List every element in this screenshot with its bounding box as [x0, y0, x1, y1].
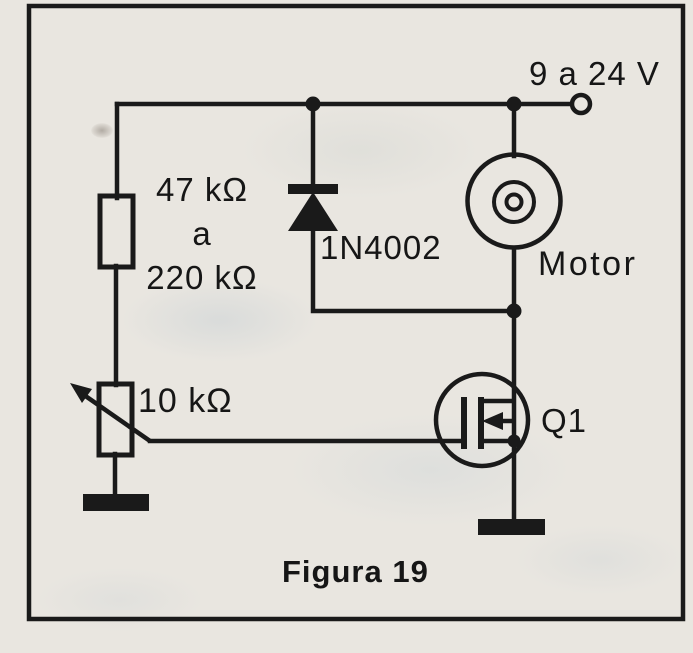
- junction-dot-diode-rail: [305, 96, 321, 112]
- potentiometer-symbol: [70, 381, 152, 458]
- motor-outer-circle: [465, 152, 563, 250]
- junction-dot-motor-drain: [506, 303, 522, 319]
- motor-inner-circle: [504, 192, 524, 212]
- resistor-range-label: 47 kΩ a 220 kΩ: [120, 168, 284, 300]
- resistor-max-label: 220 kΩ: [146, 259, 258, 296]
- figure-caption: Figura 19: [282, 554, 429, 589]
- resistor-symbol: [97, 193, 136, 270]
- potentiometer-body: [96, 381, 135, 458]
- motor-symbol: [465, 152, 563, 250]
- wire-diode-to-drain: [310, 226, 517, 314]
- ground-symbol-mosfet: [478, 519, 545, 535]
- mosfet-arrow-icon: [482, 412, 503, 430]
- resistor-range-connector-label: a: [192, 215, 212, 252]
- resistor-min-label: 47 kΩ: [155, 171, 249, 208]
- diode-anode-triangle: [288, 192, 338, 231]
- motor-middle-circle: [492, 180, 536, 224]
- diode-cathode-bar: [288, 184, 338, 194]
- potentiometer-value-label: 10 kΩ: [138, 382, 233, 420]
- scan-smudge: [91, 123, 113, 138]
- wires: [112, 101, 575, 522]
- figure-frame: [26, 3, 686, 622]
- resistor-body: [97, 193, 136, 270]
- diode-part-label: 1N4002: [320, 229, 442, 266]
- mosfet-symbol: [433, 371, 531, 469]
- wiper-arrowhead-icon: [70, 383, 92, 403]
- diode-symbol: [288, 184, 338, 231]
- junction-dot-motor-rail: [506, 96, 522, 112]
- motor-label: Motor: [538, 245, 638, 283]
- supply-terminal-icon: [569, 92, 593, 116]
- mosfet-circle: [433, 371, 531, 469]
- potentiometer-wiper: [82, 393, 152, 443]
- mosfet-source-dot: [507, 434, 521, 448]
- supply-voltage-label: 9 a 24 V: [529, 55, 660, 92]
- mosfet-designator-label: Q1: [541, 402, 588, 439]
- ground-symbol-pot: [83, 494, 149, 511]
